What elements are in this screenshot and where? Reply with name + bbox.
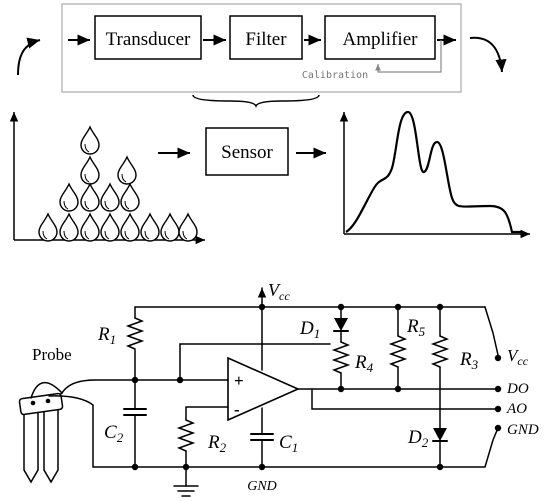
water-drop-shine (144, 230, 150, 240)
filter-label: Filter (245, 29, 287, 50)
amplifier-block (324, 15, 436, 60)
water-drop-shine (63, 230, 69, 240)
op-amp (227, 356, 300, 422)
water-drop-icon (59, 212, 79, 242)
water-drop-shine (182, 230, 188, 240)
op-amp-plus: + (234, 371, 244, 390)
pin-gnd (494, 424, 502, 432)
water-drop-shine (121, 173, 127, 183)
water-drop-icon (100, 212, 120, 242)
resistor-r2 (176, 419, 196, 452)
output-curved-arrow (469, 36, 507, 73)
probe-head (18, 392, 64, 416)
resistor-r5 (388, 335, 408, 368)
r3-label: R3 (459, 349, 479, 372)
water-drops (38, 125, 198, 242)
water-drop-shine (84, 173, 90, 183)
water-drop-shine (124, 230, 130, 240)
moisture-probe (18, 382, 94, 484)
water-drop-icon (120, 182, 140, 212)
sensor-block (205, 127, 289, 176)
probe-label: Probe (32, 345, 72, 364)
pin-gnd-label: GND (507, 422, 539, 438)
c1-label: C1 (279, 432, 298, 455)
water-drop-icon (38, 212, 58, 242)
water-drop-shine (42, 230, 48, 240)
sensor-label: Sensor (221, 142, 273, 163)
water-drop-shine (104, 230, 110, 240)
filter-block (229, 15, 303, 60)
r1-label: R1 (97, 324, 116, 347)
r4-label: R4 (354, 352, 374, 375)
resistor-r1 (125, 317, 145, 350)
pin-vcc-label: Vcc (507, 346, 529, 368)
water-drop-icon (160, 212, 180, 242)
water-drop-icon (117, 155, 137, 185)
r2-label: R2 (207, 432, 227, 455)
pin-do-label: DO (506, 381, 529, 397)
water-drop-shine (104, 200, 110, 210)
probe-signal-wire (61, 379, 181, 394)
signal-chain: Transducer Filter Amplifier Calibration (17, 3, 507, 109)
circuit-schematic: Vcc R1 Probe C2 + - R2 (18, 280, 539, 497)
ground-bus (92, 404, 499, 468)
water-drop-icon (80, 212, 100, 242)
pin-ao (494, 405, 502, 413)
grouping-brace (192, 94, 320, 109)
water-drop-icon (178, 212, 198, 242)
r5-label: R5 (406, 316, 426, 339)
diode-d1 (334, 318, 348, 331)
water-drop-icon (80, 155, 100, 185)
d1-label: D1 (299, 318, 320, 341)
c2-label: C2 (104, 422, 124, 445)
water-drop-icon (120, 212, 140, 242)
transducer-block (94, 15, 202, 60)
water-drop-icon (80, 182, 100, 212)
sensor-enclosure-box (61, 3, 462, 93)
top-feedback-wire (179, 343, 331, 381)
vcc-supply-label: Vcc (268, 280, 290, 303)
probe-prong-right (43, 403, 59, 484)
op-amp-minus: - (234, 400, 240, 419)
calibration-feedback-arrow (375, 40, 442, 73)
water-drop-shine (164, 230, 170, 240)
water-drop-shine (84, 230, 90, 240)
d2-label: D2 (407, 427, 429, 450)
output-plot (339, 110, 530, 239)
water-drop-shine (63, 200, 69, 210)
pin-do (494, 385, 502, 393)
output-pins (494, 354, 502, 432)
transducer-label: Transducer (106, 29, 191, 50)
water-drop-icon (80, 125, 100, 155)
calibration-label: Calibration (302, 70, 368, 81)
resistor-r4 (331, 341, 351, 374)
water-drop-icon (100, 182, 120, 212)
input-plot (9, 112, 205, 245)
diode-d2 (433, 428, 447, 441)
water-drop-shine (84, 200, 90, 210)
pin-ao-label: AO (506, 401, 527, 417)
resistor-r3 (430, 335, 450, 368)
input-curved-arrow (17, 37, 41, 76)
junction-dots (131, 303, 444, 471)
water-drop-shine (84, 143, 90, 153)
water-drop-shine (124, 200, 130, 210)
analog-output-wire (311, 388, 498, 410)
pin-vcc (494, 354, 502, 362)
output-signal-curve (345, 110, 522, 234)
ground-label: GND (247, 479, 277, 494)
water-drop-icon (140, 212, 160, 242)
amplifier-label: Amplifier (343, 29, 419, 50)
water-drop-icon (59, 182, 79, 212)
vcc-pin-wire (484, 306, 499, 356)
probe-prong-left (23, 403, 39, 484)
